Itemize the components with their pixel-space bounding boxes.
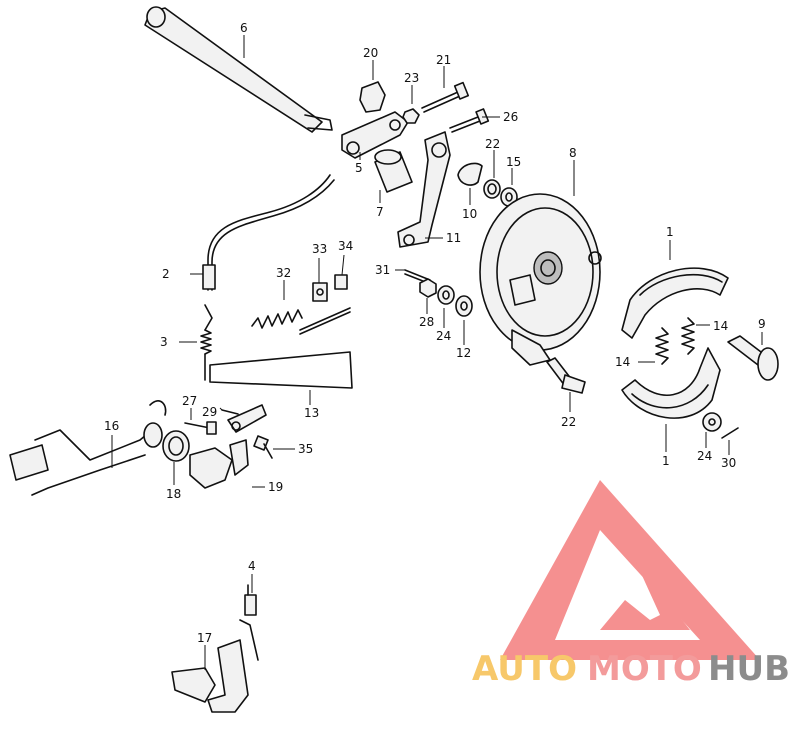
brake-pedal [9, 400, 167, 496]
cotter-pin-right [721, 427, 739, 439]
return-spring [162, 430, 190, 462]
callout-1-top: 1 [666, 225, 674, 239]
callout-4: 4 [248, 559, 256, 573]
collar [374, 149, 413, 193]
callout-7: 7 [376, 205, 384, 219]
callout-19: 19 [268, 480, 283, 494]
callout-11: 11 [446, 231, 461, 245]
rod-joint [312, 282, 328, 302]
brake-panel [479, 193, 602, 366]
callout-27: 27 [182, 394, 197, 408]
watermark-word-auto: AUTO [472, 649, 577, 689]
callout-33: 33 [312, 242, 327, 256]
rod-fork-end [227, 404, 267, 433]
callout-24-right: 24 [697, 449, 712, 463]
callout-2: 2 [162, 267, 170, 281]
callout-34: 34 [338, 239, 353, 253]
callout-15: 15 [506, 155, 521, 169]
bolt-long [421, 81, 470, 113]
callout-17: 17 [197, 631, 212, 645]
callout-12: 12 [456, 346, 471, 360]
adjust-nut-34 [334, 274, 348, 290]
brake-cable [202, 174, 335, 291]
washer-24-left [437, 285, 455, 305]
callout-22-bottom: 22 [561, 415, 576, 429]
brake-shoe-top [621, 267, 729, 339]
callout-1-bottom: 1 [662, 454, 670, 468]
callout-5: 5 [355, 161, 363, 175]
callout-14-right: 14 [713, 319, 728, 333]
callout-30: 30 [721, 456, 736, 470]
callout-23: 23 [404, 71, 419, 85]
callout-29: 29 [202, 405, 217, 419]
callout-16: 16 [104, 419, 119, 433]
callout-24-left: 24 [436, 329, 451, 343]
bolt-short [449, 108, 490, 133]
wear-indicator [457, 162, 483, 186]
nut-small [402, 108, 420, 124]
callout-18: 18 [166, 487, 181, 501]
washer-24-right [702, 412, 722, 432]
stopper-plate [359, 81, 386, 113]
clevis-pin [221, 409, 239, 415]
callout-9: 9 [758, 317, 766, 331]
callout-35: 35 [298, 442, 313, 456]
callout-3: 3 [160, 335, 168, 349]
axle [144, 6, 333, 133]
felt-seal [483, 179, 501, 199]
callout-20: 20 [363, 46, 378, 60]
callout-32: 32 [276, 266, 291, 280]
shoe-spring-left [655, 327, 669, 365]
callout-26: 26 [503, 110, 518, 124]
shoe-spring-right [681, 317, 695, 355]
pedal-pivot-arm [189, 439, 249, 489]
callout-21: 21 [436, 53, 451, 67]
callout-10: 10 [462, 207, 477, 221]
pedal-spring [244, 584, 257, 616]
leader-lines [111, 35, 763, 670]
washer-12 [455, 295, 473, 317]
pedal-bolt [184, 421, 217, 435]
stopper-arm [171, 619, 259, 713]
callout-labels: 6 20 23 21 26 8 22 15 10 5 7 11 33 34 32… [104, 21, 766, 645]
watermark-logo [500, 480, 760, 660]
pivot-pin [253, 435, 273, 459]
brake-rod [209, 307, 353, 389]
anchor-pin [546, 357, 586, 394]
callout-8: 8 [569, 146, 577, 160]
brake-cam [727, 335, 779, 381]
callout-6: 6 [240, 21, 248, 35]
brake-shoe-bottom [621, 347, 721, 419]
adjust-nut [419, 278, 437, 298]
callout-31: 31 [375, 263, 390, 277]
callout-13: 13 [304, 406, 319, 420]
rod-spring [200, 304, 213, 381]
callout-14-left: 14 [615, 355, 630, 369]
torque-link [341, 111, 409, 159]
callout-22-top: 22 [485, 137, 500, 151]
watermark-word-hub: HUB [708, 649, 790, 689]
brake-rod-spring [251, 309, 303, 329]
callout-28: 28 [419, 315, 434, 329]
brake-arm [397, 131, 451, 248]
watermark-word-moto: MOTO [587, 649, 702, 689]
watermark-text: AUTO MOTO HUB [472, 649, 790, 689]
